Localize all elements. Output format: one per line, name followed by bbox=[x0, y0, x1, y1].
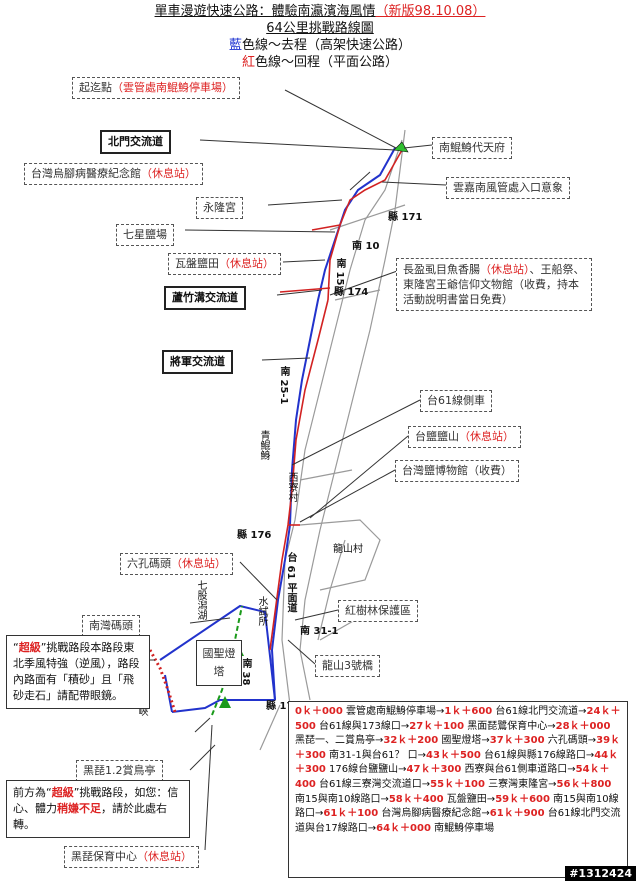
qixing-salt-field-label: 七星鹽場 bbox=[116, 224, 174, 246]
salt-museum-label: 台灣鹽博物館（收費） bbox=[395, 460, 519, 482]
route-waypoint: 三寮灣東隆宮→ bbox=[484, 778, 557, 790]
route-km-marker: 56ｋ＋800 bbox=[556, 778, 612, 790]
route-waypoint: 瓦盤鹽田→ bbox=[443, 793, 496, 805]
route-waypoint: 黑琵一、二賞鳥亭→ bbox=[295, 735, 384, 747]
route-waypoint: 台61線三寮灣交流道口→ bbox=[315, 778, 431, 790]
route-km-marker: 28ｋ＋000 bbox=[555, 720, 611, 732]
map-subtitle: 64公里挑戰路線圖 bbox=[266, 21, 374, 36]
fisheries-institute-label: 水試所 bbox=[256, 596, 267, 626]
route-km-marker: 27ｋ＋100 bbox=[409, 720, 465, 732]
nanwan-pier-label: 南灣碼頭 bbox=[82, 615, 140, 637]
county-171-label: 縣 171 bbox=[388, 212, 423, 223]
tai61-side-road-label: 台61線側車 bbox=[420, 390, 492, 412]
changsheng-sausage-label: 長盈虱目魚香腸（休息站）、王船祭、東隆宮王爺信仰文物館（收費，持本活動說明書當日… bbox=[396, 258, 592, 311]
route-waypoint: 176線台鹽鹽山→ bbox=[325, 764, 407, 776]
route-km-marker: 43ｋ＋500 bbox=[426, 749, 481, 761]
tai61-surface-road-label: 台 61 平面道 bbox=[285, 552, 296, 613]
qingkunshen-label: 青鯤鯓 bbox=[258, 430, 269, 460]
route-km-marker: 61ｋ＋100 bbox=[323, 808, 379, 820]
longshan-village-label: 龍山村 bbox=[333, 544, 363, 555]
super-challenge-warning: “超級”挑戰路段本路段東北季風特強（逆風），路段內路面有「積砂」且「飛砂走石」請… bbox=[6, 635, 150, 709]
route-km-marker: 32ｋ＋200 bbox=[383, 735, 439, 747]
route-km-marker: 54ｋ＋400 bbox=[295, 764, 610, 790]
wapan-salt-field-label: 瓦盤鹽田（休息站） bbox=[168, 253, 281, 275]
legend-back: 紅色線～回程（平面公路） bbox=[241, 55, 399, 70]
route-waypoint: 南15與南10線路口→ bbox=[295, 793, 619, 820]
route-waypoint: 六孔碼頭→ bbox=[544, 735, 597, 747]
route-km-marker: 58ｋ＋400 bbox=[388, 793, 444, 805]
blackfoot-museum-label: 台灣烏腳病醫療紀念館（休息站） bbox=[24, 163, 203, 185]
conservation-center-label: 黑琵保育中心（休息站） bbox=[64, 846, 199, 868]
county-176-label: 縣 176 bbox=[237, 530, 272, 541]
watermark-id: #1312424 bbox=[565, 866, 636, 881]
guosheng-lighthouse-label: 國聖燈塔 bbox=[196, 640, 242, 686]
nan-15-label: 南 15 bbox=[334, 258, 345, 286]
route-km-marker: 47ｋ＋300 bbox=[406, 764, 462, 776]
route-km-marker: 64ｋ＋000 bbox=[376, 822, 431, 834]
start-point-label: 起迄點（雲管處南鯤鯓停車場） bbox=[72, 77, 240, 99]
route-distance-list: 0ｋ＋000 雲管處南鯤鯓停車場→1ｋ＋600 台61線北門交流道→24ｋ＋50… bbox=[288, 701, 628, 878]
route-waypoint: 台61線北門交流道與台17線路口→ bbox=[295, 808, 621, 834]
route-waypoint: 台灣烏腳病醫療紀念館→ bbox=[378, 808, 490, 820]
route-waypoint: 西寮與台61側車道路口→ bbox=[461, 764, 576, 776]
route-km-marker: 55ｋ＋100 bbox=[430, 778, 485, 790]
route-km-marker: 1ｋ＋600 bbox=[444, 706, 493, 717]
route-waypoint: 南鯤鯓停車場 bbox=[430, 822, 495, 834]
yonglong-temple-label: 永隆宮 bbox=[196, 197, 243, 219]
nan-38-label: 南 38 bbox=[240, 658, 251, 686]
county-173-label: 縣 173 bbox=[266, 701, 301, 712]
nan-25-label: 南 25-1 bbox=[278, 366, 289, 405]
nan-31-label: 南 31-1 bbox=[300, 626, 339, 637]
route-waypoint: 南31-1與台61？ 口→ bbox=[325, 749, 427, 761]
yunjia-entrance-label: 雲嘉南風管處入口意象 bbox=[446, 177, 570, 199]
route-km-marker: 39ｋ＋300 bbox=[295, 735, 621, 761]
beimen-interchange-label: 北門交流道 bbox=[100, 130, 171, 154]
route-waypoint: 國聖燈塔→ bbox=[438, 735, 490, 747]
mangrove-reserve-label: 紅樹林保護區 bbox=[338, 600, 418, 622]
route-km-marker: 0ｋ＋000 bbox=[295, 706, 343, 717]
route-waypoint: 南15與南10線路口→ bbox=[295, 793, 389, 805]
route-km-marker: 61ｋ＋900 bbox=[489, 808, 545, 820]
county-174-label: 縣 174 bbox=[334, 287, 369, 298]
birdwatch-pavilion-label: 黑琵1.2賞鳥亭 bbox=[76, 760, 163, 782]
turn-right-advice: 前方為“超級”挑戰路段，如您：信心、體力稍嫌不足，請於此處右轉。 bbox=[6, 780, 190, 838]
route-km-marker: 37ｋ＋300 bbox=[489, 735, 545, 747]
route-waypoint: 黑面琵鷺保育中心→ bbox=[464, 720, 556, 732]
route-km-marker: 44ｋ＋300 bbox=[295, 749, 619, 776]
liukong-pier-label: 六孔碼頭（休息站） bbox=[120, 553, 233, 575]
xiliao-village-label: 西寮村 bbox=[286, 472, 297, 502]
route-waypoint: 雲管處南鯤鯓停車場→ bbox=[342, 706, 445, 717]
route-waypoint: 台61線與173線口→ bbox=[315, 720, 410, 732]
qigu-lagoon-label: 七股潟湖 bbox=[195, 580, 206, 620]
route-km-marker: 59ｋ＋600 bbox=[495, 793, 550, 805]
salt-mountain-label: 台鹽鹽山（休息站） bbox=[408, 426, 521, 448]
route-waypoint: 台61線與縣176線路口→ bbox=[480, 749, 595, 761]
luzhugou-interchange-label: 蘆竹溝交流道 bbox=[164, 286, 246, 310]
nan-10-label: 南 10 bbox=[352, 241, 380, 252]
nankunshen-temple-label: 南鯤鯓代天府 bbox=[432, 137, 512, 159]
longshan-bridge-label: 龍山3號橋 bbox=[315, 655, 380, 677]
legend-go: 藍色線～去程（高架快速公路） bbox=[228, 38, 412, 53]
route-km-marker: 24ｋ＋500 bbox=[295, 706, 621, 732]
route-waypoint: 台61線北門交流道→ bbox=[492, 706, 587, 717]
map-title: 單車漫遊快速公路：體驗南瀛濱海風情（新版98.10.08） bbox=[154, 4, 486, 19]
jiangjun-interchange-label: 將軍交流道 bbox=[162, 350, 233, 374]
